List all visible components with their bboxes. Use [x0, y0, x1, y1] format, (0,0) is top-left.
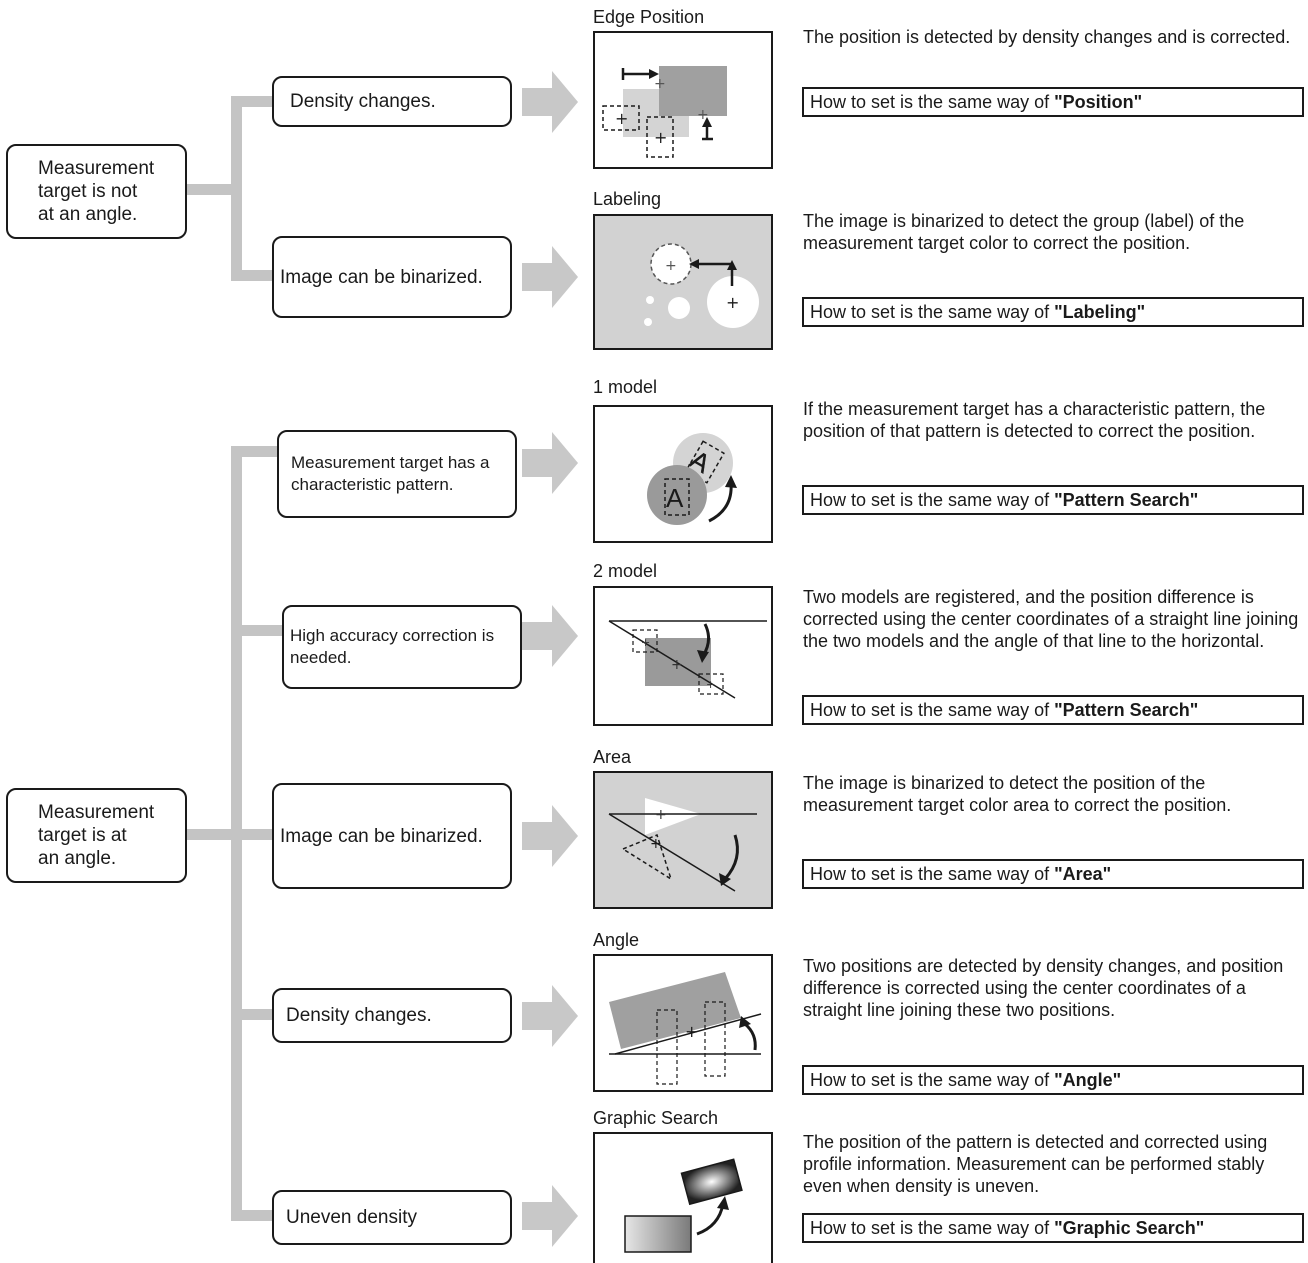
- group-label-line: at an angle.: [38, 204, 138, 225]
- method-description: If the measurement target has a characte…: [803, 399, 1266, 441]
- svg-text:+: +: [671, 657, 683, 673]
- how-to-set-box: How to set is the same way of "Pattern S…: [802, 695, 1304, 725]
- condition-text: Image can be binarized.: [280, 825, 483, 847]
- right-arrow-icon: [522, 805, 578, 867]
- svg-text:+: +: [726, 293, 739, 312]
- condition-text: Image can be binarized.: [280, 266, 483, 288]
- how-to-set-prefix: How to set is the same way of: [810, 1070, 1055, 1090]
- how-to-set-reference: "Pattern Search": [1054, 700, 1199, 720]
- condition-text: Density changes.: [286, 1005, 432, 1026]
- condition-text: Measurement target has a characteristic …: [291, 453, 490, 494]
- condition-box-density-changes-angle: Density changes.: [272, 988, 512, 1043]
- how-to-set-reference: "Position": [1054, 92, 1143, 112]
- how-to-set-box: How to set is the same way of "Labeling": [802, 297, 1304, 327]
- group-label-line: Measurement: [38, 158, 155, 179]
- how-to-set-prefix: How to set is the same way of: [810, 302, 1055, 322]
- one-model-illustration: A A: [593, 405, 773, 543]
- method-title: Edge Position: [593, 7, 705, 27]
- condition-text: Uneven density: [286, 1207, 417, 1228]
- method-description: The image is binarized to detect the pos…: [803, 773, 1232, 815]
- how-to-set-reference: "Graphic Search": [1054, 1218, 1205, 1238]
- method-title: 2 model: [593, 561, 658, 581]
- right-arrow-icon: [522, 1185, 578, 1247]
- how-to-set-box: How to set is the same way of "Angle": [802, 1065, 1304, 1095]
- right-arrow-icon: [522, 432, 578, 494]
- group-box-at-angle: Measurement target is at an angle.: [6, 788, 187, 883]
- how-to-set-reference: "Angle": [1054, 1070, 1122, 1090]
- how-to-set-box: How to set is the same way of "Position": [802, 87, 1304, 117]
- method-description: The position of the pattern is detected …: [803, 1132, 1268, 1196]
- method-description: The image is binarized to detect the gro…: [803, 211, 1245, 253]
- method-title: Area: [593, 747, 632, 767]
- group-label-line: Measurement: [38, 802, 155, 823]
- how-to-set-prefix: How to set is the same way of: [810, 1218, 1055, 1238]
- connector-group1-vertical: [231, 96, 242, 280]
- how-to-set-prefix: How to set is the same way of: [810, 700, 1055, 720]
- method-title: Graphic Search: [593, 1108, 719, 1128]
- group-box-not-at-angle: Measurement target is not at an angle.: [6, 144, 187, 239]
- how-to-set-reference: "Pattern Search": [1054, 490, 1199, 510]
- connector-group2-branch-1: [231, 446, 279, 457]
- condition-text: High accuracy correction is needed.: [290, 626, 495, 667]
- connector-group2-branch-5: [231, 1210, 274, 1221]
- svg-text:+: +: [697, 107, 709, 123]
- connector-group2-branch-4: [231, 1009, 274, 1020]
- condition-box-density-changes: Density changes.: [272, 76, 512, 127]
- area-illustration: + +: [593, 771, 773, 909]
- method-description: Two positions are detected by density ch…: [803, 956, 1284, 1020]
- method-title: Angle: [593, 930, 640, 950]
- condition-box-characteristic-pattern: Measurement target has a characteristic …: [277, 430, 517, 518]
- how-to-set-prefix: How to set is the same way of: [810, 490, 1055, 510]
- condition-box-high-accuracy: High accuracy correction is needed.: [282, 605, 522, 689]
- svg-text:+: +: [706, 678, 715, 691]
- connector-group2-stub: [186, 829, 232, 840]
- group-label-line: an angle.: [38, 848, 117, 869]
- condition-box-binarized-angle: Image can be binarized.: [272, 783, 512, 889]
- how-to-set-reference: "Area": [1054, 864, 1112, 884]
- svg-text:+: +: [665, 258, 677, 274]
- how-to-set-prefix: How to set is the same way of: [810, 864, 1055, 884]
- how-to-set-box: How to set is the same way of "Graphic S…: [802, 1213, 1304, 1243]
- svg-text:+: +: [655, 807, 667, 823]
- connector-group1-branch-2: [231, 270, 274, 281]
- method-title: Labeling: [593, 189, 662, 209]
- right-arrow-icon: [522, 71, 578, 133]
- svg-text:A: A: [666, 483, 684, 513]
- how-to-set-reference: "Labeling": [1054, 302, 1146, 322]
- right-arrow-icon: [522, 985, 578, 1047]
- how-to-set-box: How to set is the same way of "Pattern S…: [802, 485, 1304, 515]
- method-description: The position is detected by density chan…: [803, 27, 1291, 47]
- connector-group1-stub: [186, 184, 232, 195]
- svg-text:+: +: [641, 636, 650, 649]
- method-title: 1 model: [593, 377, 658, 397]
- right-arrow-icon: [522, 246, 578, 308]
- condition-text: Density changes.: [290, 91, 436, 112]
- right-arrow-icon: [522, 605, 578, 667]
- graphic-search-illustration: [593, 1132, 773, 1263]
- how-to-set-prefix: How to set is the same way of: [810, 92, 1055, 112]
- two-model-illustration: + + +: [593, 586, 773, 726]
- condition-box-binarized: Image can be binarized.: [272, 236, 512, 318]
- svg-text:+: +: [654, 128, 667, 147]
- group-label-line: target is at: [38, 825, 127, 846]
- condition-box-uneven-density: Uneven density: [272, 1190, 512, 1245]
- connector-group2-branch-2: [231, 625, 284, 636]
- angle-illustration: +: [593, 954, 773, 1092]
- connector-group1-branch-1: [231, 96, 274, 107]
- svg-text:+: +: [650, 836, 662, 852]
- method-description: Two models are registered, and the posit…: [803, 587, 1299, 651]
- svg-text:+: +: [685, 1022, 698, 1041]
- group-label-line: target is not: [38, 181, 138, 202]
- connector-group2-branch-3: [231, 829, 274, 840]
- svg-text:+: +: [654, 76, 666, 92]
- labeling-illustration: + +: [593, 214, 773, 350]
- edge-position-illustration: + + + +: [593, 31, 773, 169]
- how-to-set-box: How to set is the same way of "Area": [802, 859, 1304, 889]
- svg-text:+: +: [615, 109, 628, 128]
